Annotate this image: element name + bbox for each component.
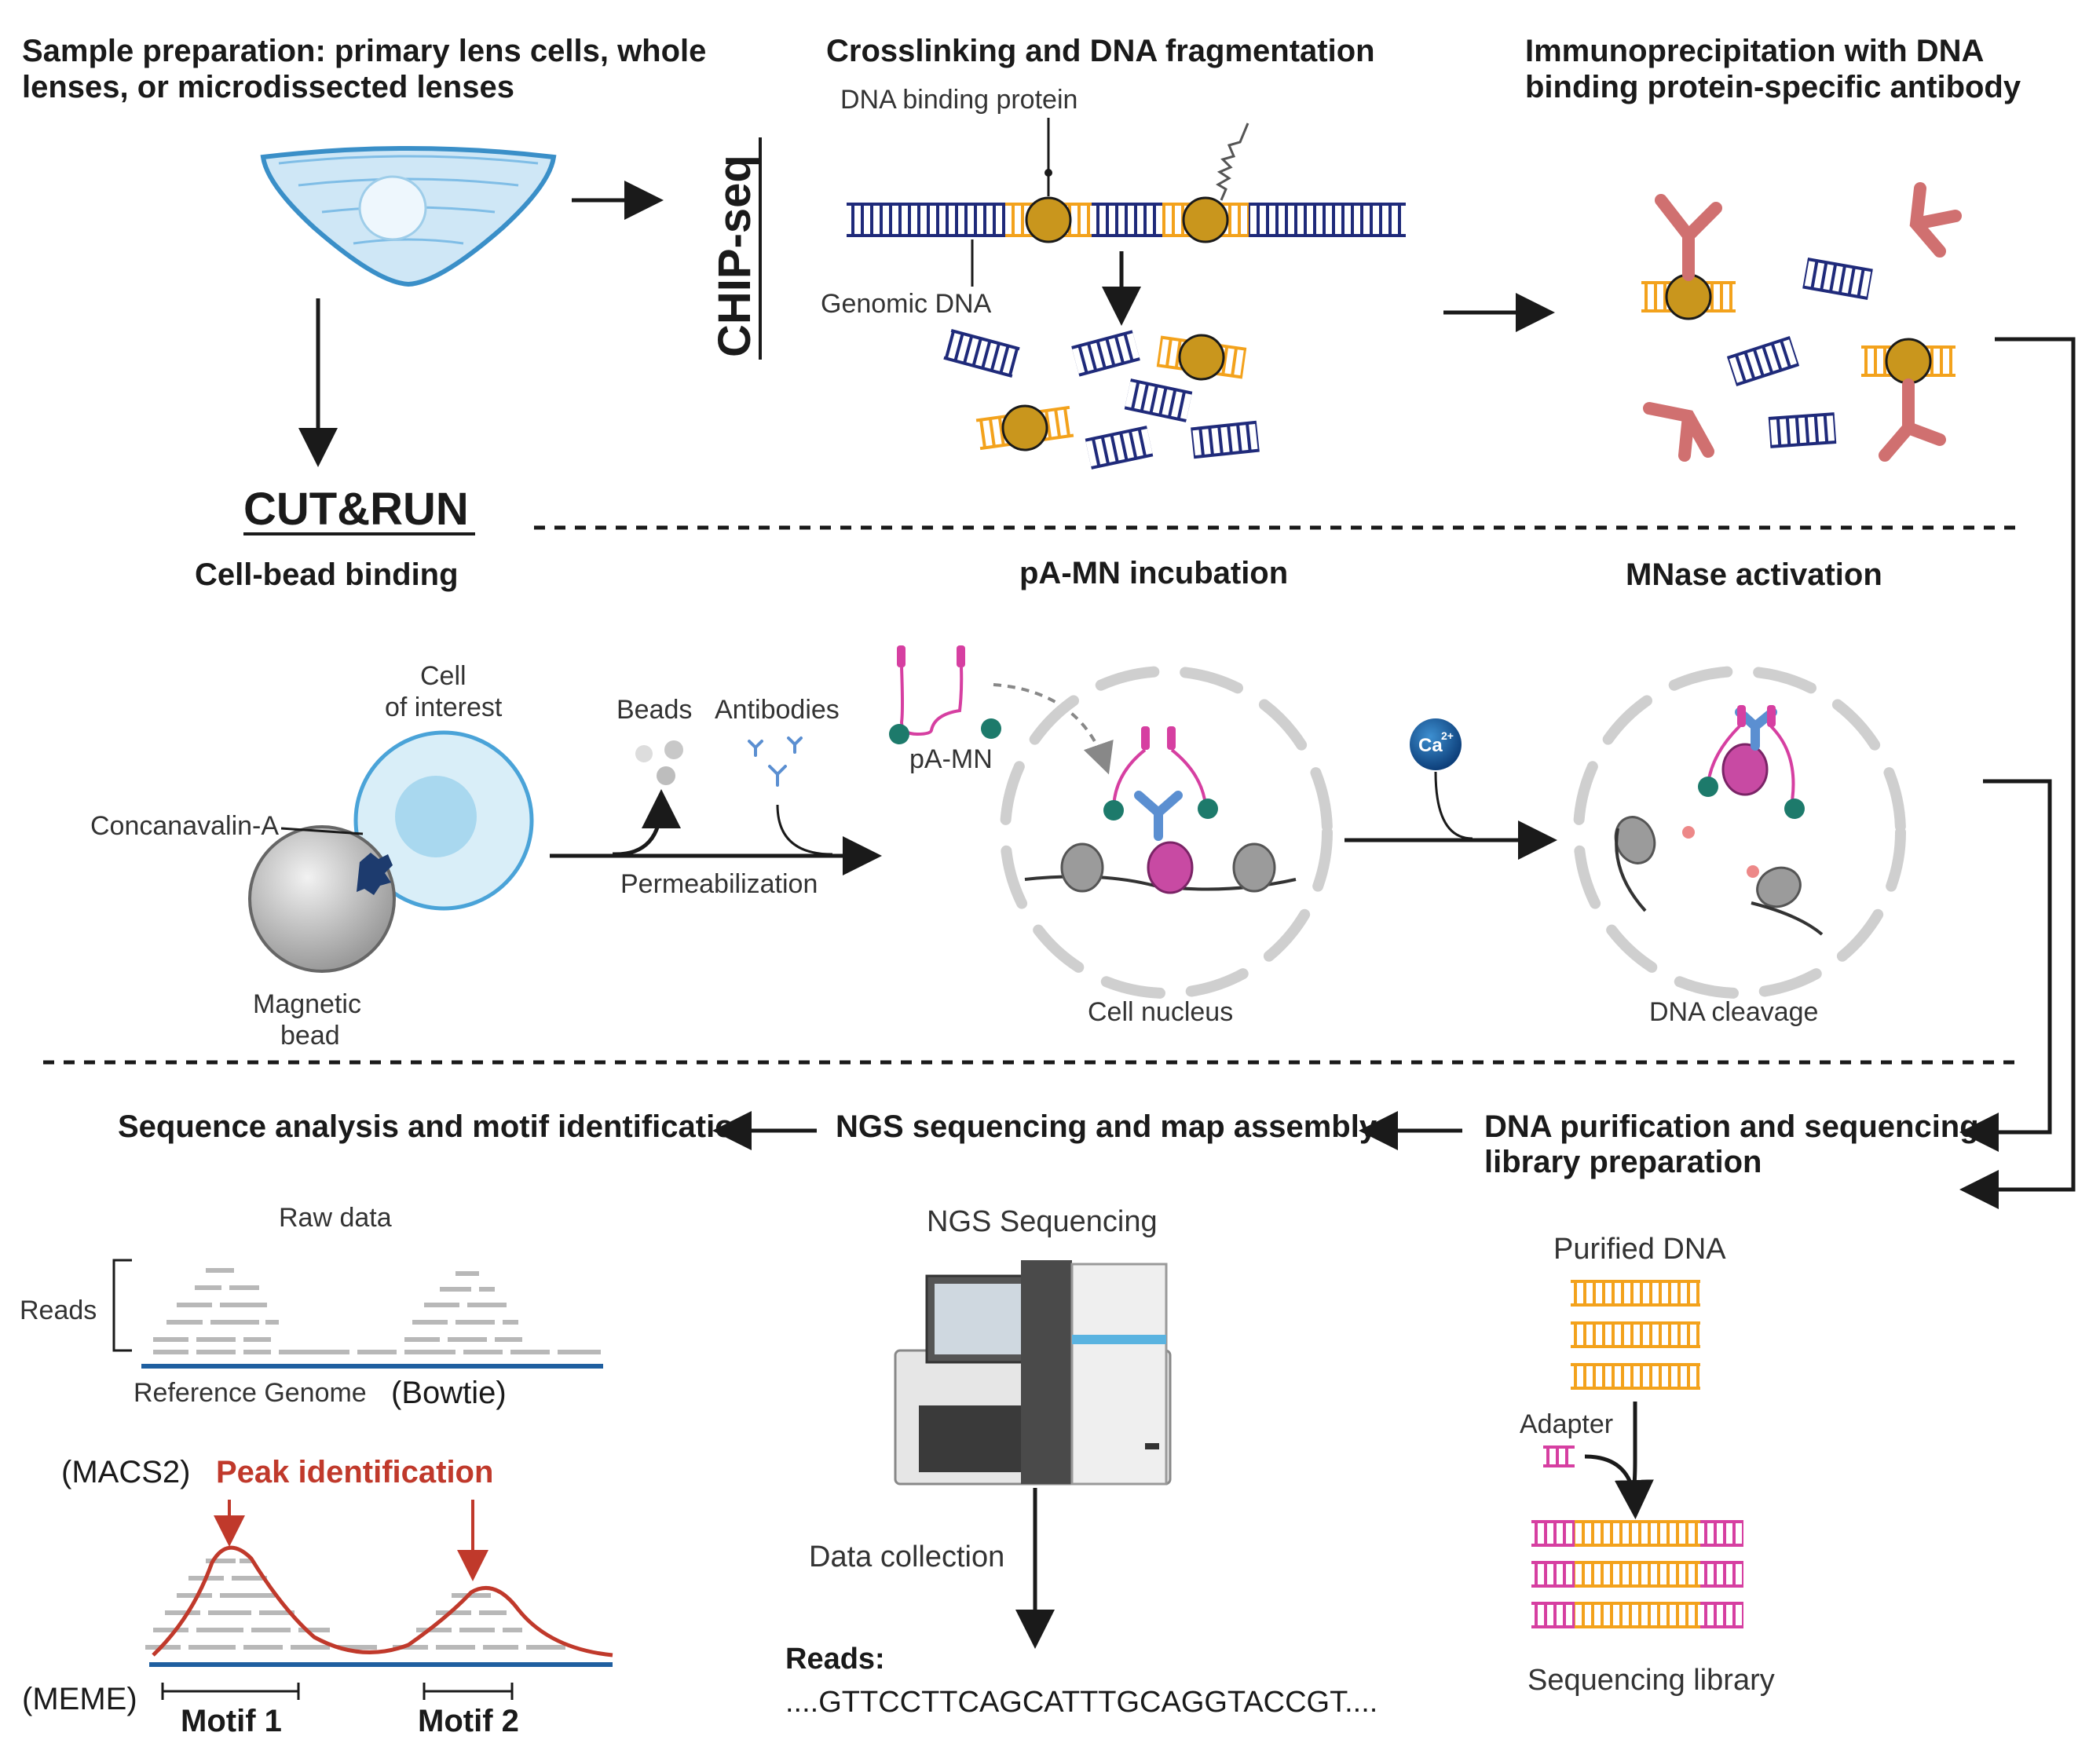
concanavalin-label: Concanavalin-A — [90, 811, 279, 841]
calcium-icon — [1410, 718, 1462, 770]
beads-label: Beads — [616, 695, 692, 725]
pamn-incubation-heading: pA-MN incubation — [1019, 556, 1288, 590]
peak-reads — [145, 1559, 565, 1650]
adapter-icon — [1543, 1445, 1575, 1467]
peak-curve — [152, 1545, 613, 1657]
reads-sequence: ....GTTCCTTCAGCATTTGCAGGTACCGT.... — [785, 1686, 1377, 1719]
cell-bead-illustration — [248, 730, 534, 973]
crosslinking-heading: Crosslinking and DNA fragmentation — [826, 34, 1375, 68]
reads-axis-label: Reads — [20, 1296, 97, 1325]
dna-purification-heading-line1: DNA purification and sequencing — [1484, 1109, 1979, 1144]
adapter-label: Adapter — [1520, 1409, 1613, 1439]
raw-reads — [153, 1268, 601, 1354]
ligation-arrow — [1584, 1454, 1654, 1519]
chip-seq-label: CHIP-seq — [709, 155, 760, 357]
permeabilization-label: Permeabilization — [620, 869, 818, 899]
cut-run-label: CUT&RUN — [243, 484, 469, 535]
genomic-dna-strand — [847, 122, 1406, 243]
cutrun-to-purification-connector — [1959, 779, 2052, 1152]
sample-prep-heading-line2: lenses, or microdissected lenses — [22, 70, 514, 104]
cell-nucleus-label: Cell nucleus — [1088, 997, 1233, 1027]
sample-prep-heading-line1: Sample preparation: primary lens cells, … — [22, 34, 706, 68]
ligation-line — [1630, 1402, 1637, 1496]
beads-icon — [635, 740, 683, 785]
bowtie-label: (Bowtie) — [391, 1376, 507, 1410]
motif2-label: Motif 2 — [418, 1704, 519, 1738]
calcium-label: Ca — [1418, 735, 1443, 756]
data-collection-label: Data collection — [809, 1541, 1004, 1573]
ngs-sequencing-label: NGS Sequencing — [927, 1205, 1158, 1238]
cell-label-line1: Cell — [420, 661, 466, 691]
motif1-label: Motif 1 — [181, 1704, 282, 1738]
sequence-analysis-heading: Sequence analysis and motif identificati… — [118, 1109, 753, 1144]
reference-genome-label: Reference Genome — [134, 1378, 367, 1408]
cell-bead-heading: Cell-bead binding — [195, 557, 459, 592]
meme-label: (MEME) — [22, 1682, 137, 1716]
raw-data-label: Raw data — [279, 1203, 392, 1233]
antibodies-label: Antibodies — [715, 695, 840, 725]
pointer-dot — [1045, 169, 1052, 177]
reads-title: Reads: — [785, 1643, 885, 1676]
motif2-bracket — [423, 1683, 514, 1700]
lens-illustration — [260, 146, 557, 287]
ngs-map-heading: NGS sequencing and map assembly — [836, 1109, 1377, 1144]
cell-nucleus-illustration — [1000, 666, 1333, 999]
calcium-added-line — [1434, 771, 1473, 840]
dna-purification-heading-line2: library preparation — [1484, 1145, 1762, 1179]
cell-label-line2: of interest — [385, 693, 503, 722]
pa-mn-molecule-icon — [889, 645, 1001, 744]
antibodies-icon — [748, 736, 803, 787]
purified-dna-label: Purified DNA — [1553, 1233, 1726, 1266]
dna-binding-protein-label: DNA binding protein — [840, 85, 1077, 115]
immunoprecipitation-heading-line1: Immunoprecipitation with DNA — [1525, 34, 1984, 68]
chip-to-purification-connector — [1959, 337, 2076, 1209]
pa-mn-label: pA-MN — [909, 744, 993, 774]
immunoprecipitation-heading-line2: binding protein-specific antibody — [1525, 70, 2021, 104]
immunoprecipitation-illustration — [1641, 182, 1962, 462]
motif1-bracket — [161, 1683, 300, 1700]
dna-cleavage-illustration — [1573, 666, 1906, 999]
magnetic-bead-label-line2: bead — [280, 1021, 340, 1051]
macs2-label: (MACS2) — [61, 1455, 190, 1489]
beads-removed-arrow — [612, 789, 681, 857]
genomic-dna-label: Genomic DNA — [821, 289, 992, 319]
reads-bracket — [112, 1259, 132, 1352]
concanavalin-pointer — [280, 827, 364, 835]
antibodies-added-line — [776, 804, 833, 856]
calcium-charge-label: 2+ — [1441, 729, 1454, 742]
sequencing-library-fragments — [1531, 1520, 1743, 1628]
dna-cleavage-label: DNA cleavage — [1649, 997, 1818, 1027]
sequencing-library-label: Sequencing library — [1527, 1664, 1775, 1697]
mnase-activation-heading: MNase activation — [1626, 557, 1882, 592]
dna-fragments — [943, 329, 1260, 470]
magnetic-bead-label-line1: Magnetic — [253, 989, 361, 1019]
ngs-sequencer-illustration — [894, 1260, 1172, 1486]
purified-dna-fragments — [1571, 1280, 1700, 1390]
peak-identification-label: Peak identification — [216, 1455, 493, 1489]
